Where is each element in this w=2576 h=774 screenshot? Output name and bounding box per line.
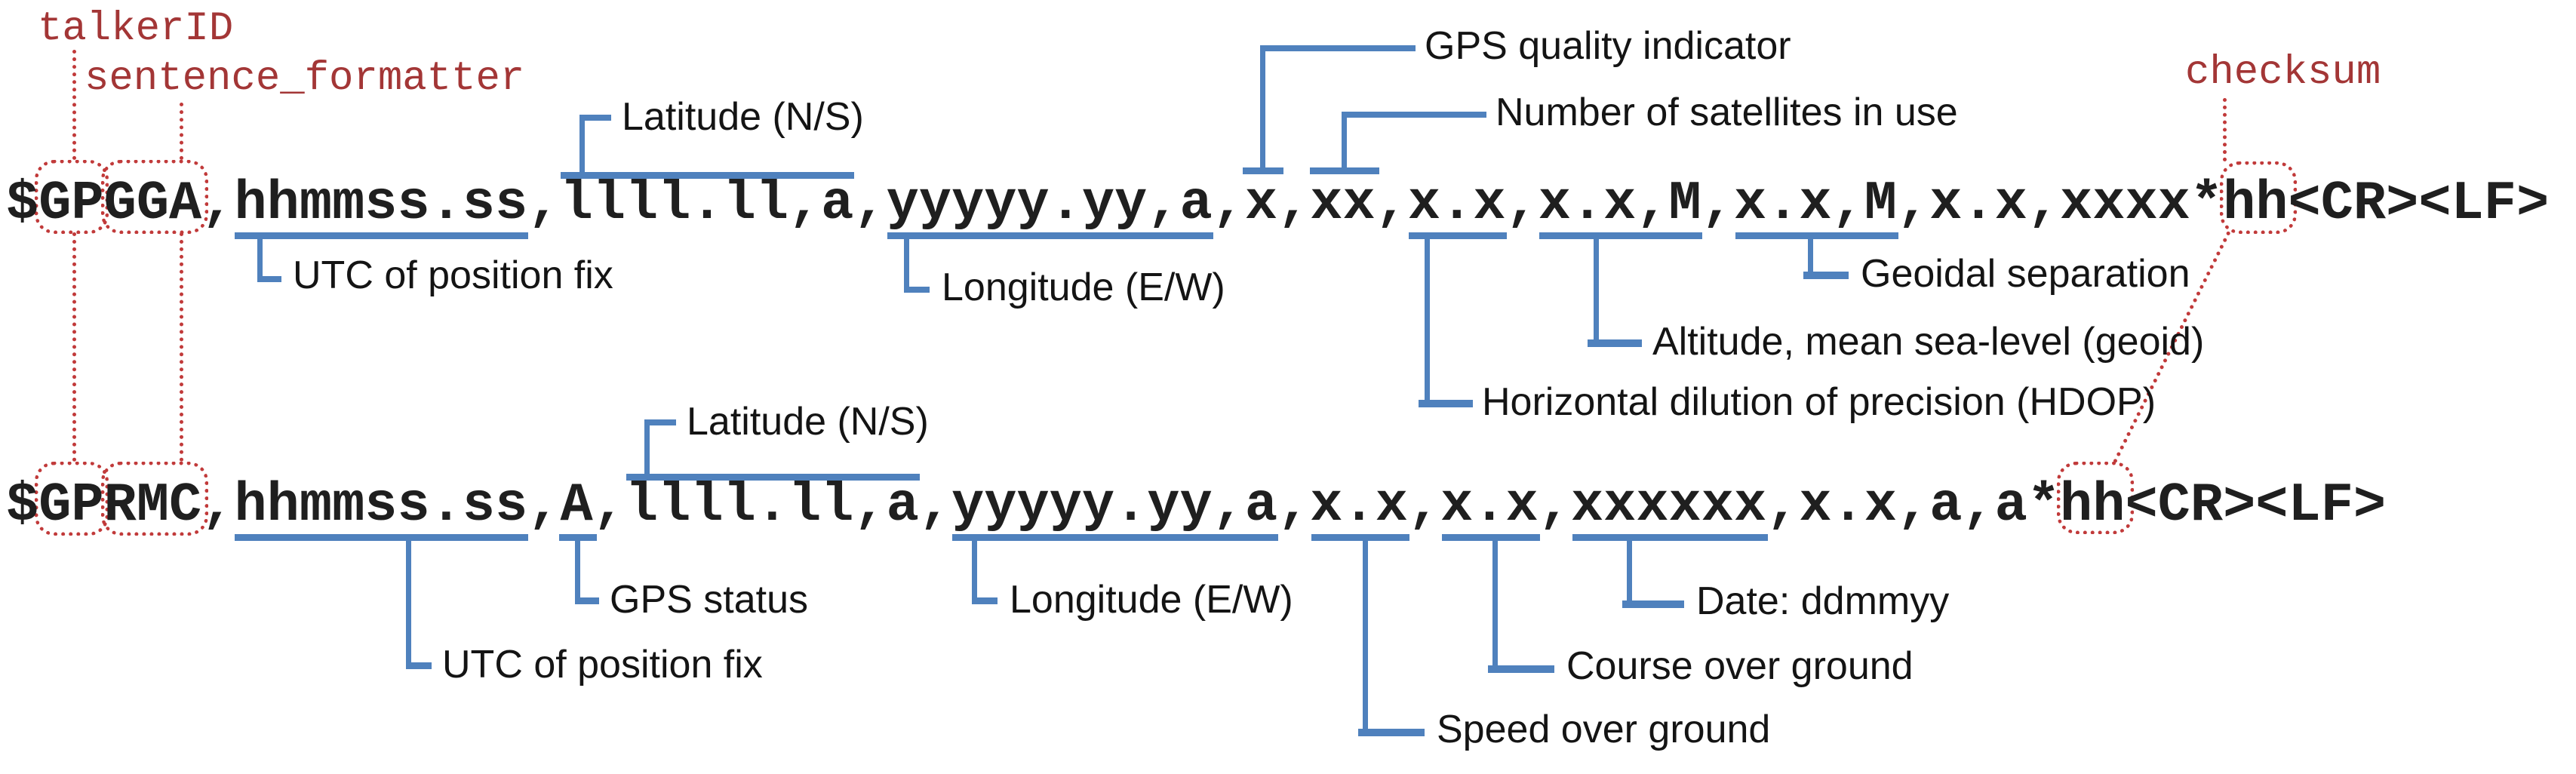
sentence-formatter-dotted-line-middle bbox=[180, 232, 183, 462]
rmc-longitude-bracket-vertical bbox=[972, 534, 977, 604]
gga-longitude-underline bbox=[887, 232, 1213, 239]
gga-utc-bracket-corner bbox=[257, 276, 281, 282]
gga-longitude-label: Longitude (E/W) bbox=[942, 266, 1225, 309]
rmc-latitude-overline bbox=[626, 474, 920, 481]
gga-geoidal-bracket-corner bbox=[1803, 272, 1849, 279]
rmc-speed-bracket-corner bbox=[1358, 729, 1425, 736]
rmc-speed-label: Speed over ground bbox=[1437, 708, 1771, 751]
gga-geoidal-bracket-vertical bbox=[1808, 232, 1813, 279]
gga-quality-label: GPS quality indicator bbox=[1425, 24, 1791, 68]
rmc-utc-label: UTC of position fix bbox=[442, 643, 763, 686]
rmc-utc-bracket-vertical bbox=[406, 534, 411, 668]
sentence-formatter-label: sentence_formatter bbox=[85, 56, 525, 102]
gga-satellites-label: Number of satellites in use bbox=[1495, 91, 1958, 134]
rmc-sentence-text: $GPRMC,hhmmss.ss,A,llll.ll,a,yyyyy.yy,a,… bbox=[6, 475, 2387, 536]
gga-latitude-bracket-corner bbox=[579, 115, 611, 121]
gga-satellites-bracket-horizontal bbox=[1342, 112, 1486, 118]
gga-longitude-bracket-vertical bbox=[904, 232, 909, 293]
gga-altitude-bracket-vertical bbox=[1594, 232, 1599, 347]
rmc-longitude-bracket-corner bbox=[972, 597, 998, 604]
talker-id-dotted-line-top bbox=[72, 50, 76, 160]
rmc-utc-bracket-corner bbox=[406, 662, 432, 669]
talker-id-label: talkerID bbox=[38, 6, 234, 52]
gga-quality-bracket-horizontal bbox=[1260, 45, 1416, 51]
gga-latitude-label: Latitude (N/S) bbox=[622, 95, 864, 139]
gga-geoidal-label: Geoidal separation bbox=[1861, 252, 2190, 296]
rmc-latitude-bracket-vertical bbox=[644, 419, 650, 474]
gga-longitude-bracket-corner bbox=[904, 287, 930, 293]
checksum-dotted-line-top bbox=[2223, 98, 2227, 161]
rmc-course-bracket-corner bbox=[1488, 665, 1554, 673]
rmc-date-bracket-vertical bbox=[1627, 534, 1632, 608]
rmc-course-label: Course over ground bbox=[1566, 644, 1914, 688]
gga-hdop-bracket-corner bbox=[1419, 400, 1473, 407]
gga-utc-bracket-vertical bbox=[257, 232, 263, 282]
gga-altitude-bracket-corner bbox=[1588, 339, 1642, 347]
gga-quality-bracket-vertical bbox=[1260, 45, 1265, 167]
talker-id-dotted-line-middle bbox=[72, 232, 76, 462]
rmc-utc-underline bbox=[235, 534, 528, 541]
rmc-status-bracket-vertical bbox=[575, 534, 580, 604]
rmc-longitude-label: Longitude (E/W) bbox=[1010, 578, 1293, 622]
gga-checksum-box bbox=[2220, 161, 2297, 234]
gga-talker-id-box bbox=[35, 160, 109, 234]
gga-satellites-bracket-vertical bbox=[1342, 112, 1347, 167]
gga-quality-tick bbox=[1243, 167, 1283, 174]
rmc-checksum-box bbox=[2057, 462, 2134, 534]
gga-latitude-overline bbox=[561, 172, 854, 179]
gga-formatter-box bbox=[101, 160, 208, 234]
rmc-speed-bracket-vertical bbox=[1363, 534, 1368, 736]
gga-sentence-text: $GPGGA,hhmmss.ss,llll.ll,a,yyyyy.yy,a,x,… bbox=[6, 173, 2550, 235]
gga-satellites-tick bbox=[1310, 167, 1379, 174]
gga-hdop-underline bbox=[1409, 232, 1507, 239]
gga-geoidal-underline bbox=[1735, 232, 1898, 239]
rmc-date-underline bbox=[1572, 534, 1768, 541]
rmc-talker-id-box bbox=[35, 462, 109, 536]
rmc-latitude-bracket-corner bbox=[644, 419, 676, 425]
rmc-status-label: GPS status bbox=[610, 578, 808, 622]
rmc-longitude-underline bbox=[952, 534, 1278, 541]
rmc-status-bracket-corner bbox=[575, 597, 599, 604]
gga-hdop-bracket-vertical bbox=[1425, 232, 1430, 407]
gga-hdop-label: Horizontal dilution of precision (HDOP) bbox=[1482, 380, 2156, 424]
sentence-formatter-dotted-line-top bbox=[180, 103, 183, 160]
rmc-formatter-box bbox=[101, 462, 208, 536]
rmc-date-bracket-corner bbox=[1622, 600, 1684, 608]
rmc-course-bracket-vertical bbox=[1492, 534, 1498, 673]
rmc-speed-underline bbox=[1311, 534, 1409, 541]
gga-altitude-underline bbox=[1539, 232, 1702, 239]
gga-utc-underline bbox=[235, 232, 528, 239]
gga-utc-label: UTC of position fix bbox=[293, 253, 613, 297]
rmc-course-underline bbox=[1442, 534, 1540, 541]
rmc-date-label: Date: ddmmyy bbox=[1696, 579, 1950, 623]
gga-latitude-bracket-vertical bbox=[579, 115, 585, 172]
checksum-label: checksum bbox=[2185, 50, 2381, 96]
rmc-latitude-label: Latitude (N/S) bbox=[687, 400, 929, 444]
gga-altitude-label: Altitude, mean sea-level (geoid) bbox=[1652, 320, 2205, 364]
